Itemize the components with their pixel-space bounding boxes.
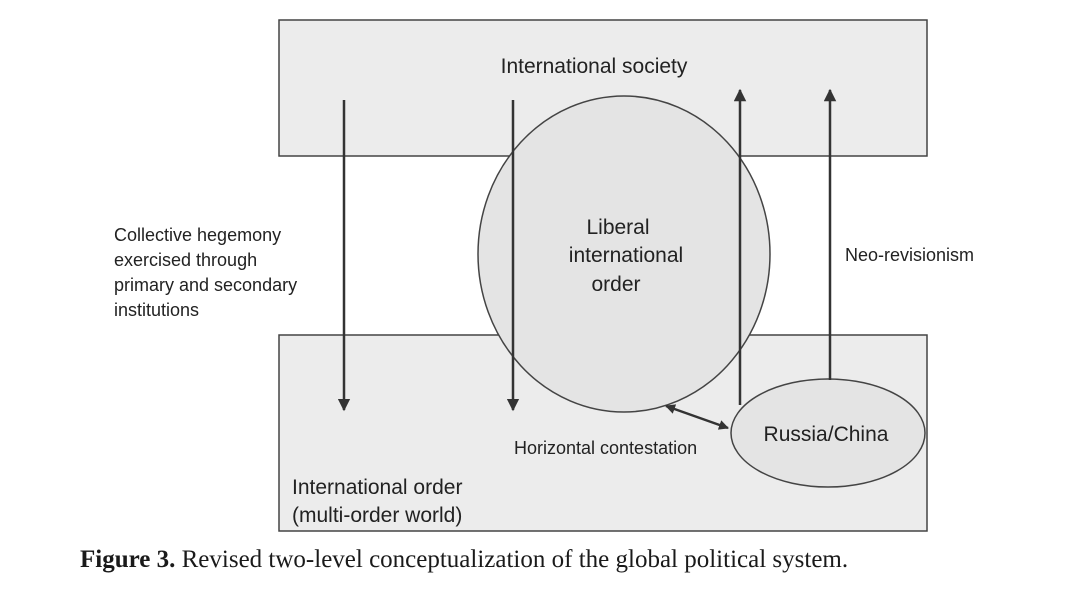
figure-caption-text: Revised two-level conceptualization of t… — [181, 546, 849, 573]
left-annotation-line2: exercised through — [114, 250, 257, 270]
contestation-double-arrow — [665, 404, 729, 430]
left-annotation-line4: institutions — [114, 300, 199, 320]
russia-china-label: Russia/China — [764, 423, 889, 446]
figure-label: Figure 3. — [80, 546, 176, 573]
liberal-order-circle — [477, 95, 771, 413]
liberal-order-line2: international — [569, 244, 683, 267]
russia-china-ellipse — [730, 378, 926, 488]
horizontal-contestation-label: Horizontal contestation — [514, 438, 697, 458]
neo-revisionism-label: Neo-revisionism — [845, 245, 974, 265]
international-society-label: International society — [501, 55, 688, 78]
liberal-order-line3: order — [591, 273, 640, 296]
international-order-line2: (multi-order world) — [292, 504, 462, 527]
left-annotation-line1: Collective hegemony — [114, 225, 281, 245]
left-annotation-line3: primary and secondary — [114, 275, 297, 295]
figure-caption: Figure 3. Revised two-level conceptualiz… — [80, 546, 1070, 574]
international-order-line1: International order — [292, 476, 462, 499]
liberal-order-line1: Liberal — [586, 216, 649, 239]
